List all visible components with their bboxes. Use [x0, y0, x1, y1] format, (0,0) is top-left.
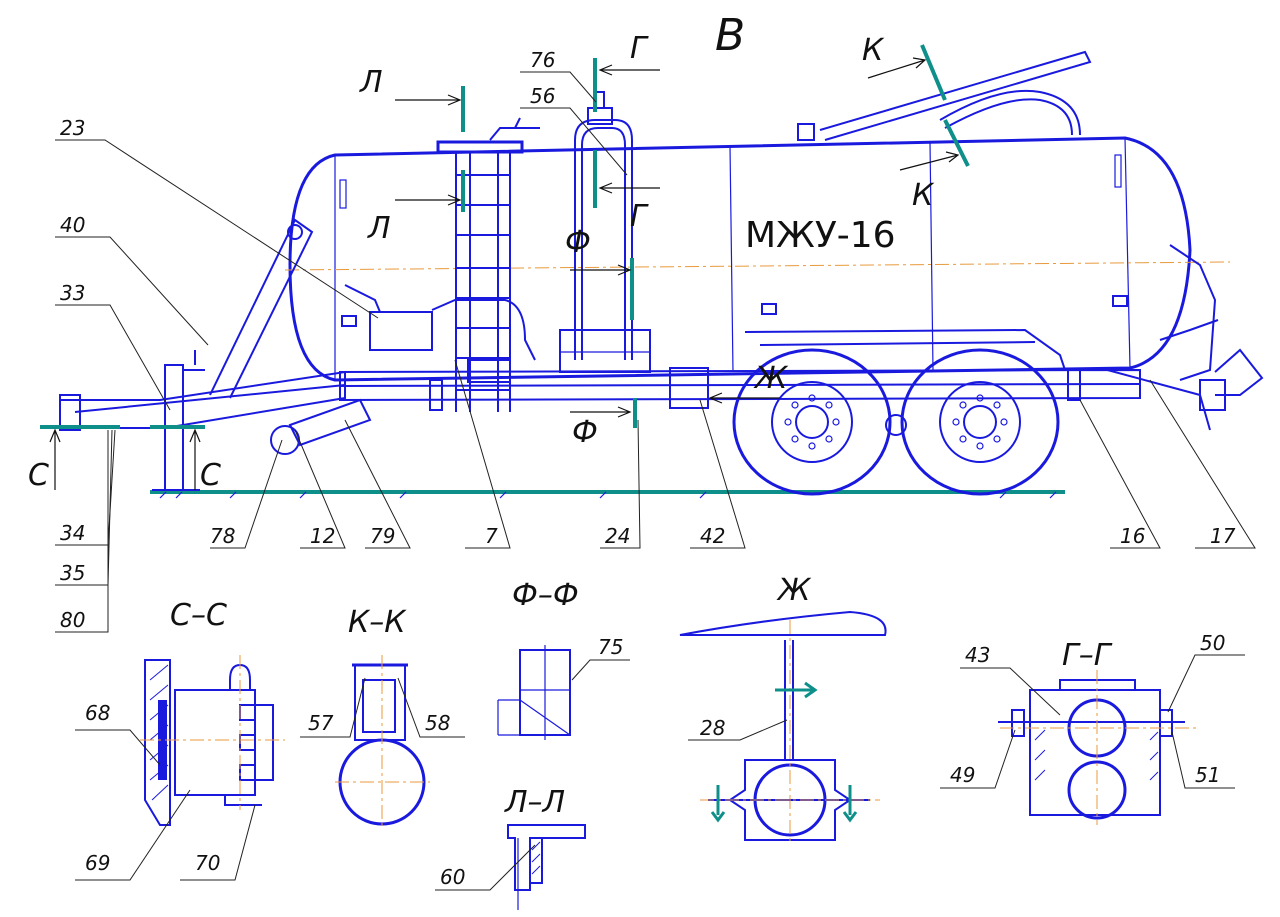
main-view	[40, 44, 1264, 633]
marker-l-top: Л	[359, 65, 383, 100]
view-label: В	[715, 10, 745, 61]
filling-pipe	[574, 91, 633, 360]
section-arrows	[49, 57, 960, 490]
chassis-frame	[339, 367, 1211, 431]
top-hatch	[436, 140, 524, 154]
ground-hatching	[159, 491, 1057, 499]
jack-stand	[152, 350, 205, 491]
toolbox	[369, 311, 433, 351]
marker-k-mid: К	[912, 178, 935, 213]
section-ff	[497, 645, 630, 740]
section-title-gg: Г–Г	[1062, 638, 1113, 673]
tank-body	[288, 136, 1192, 382]
section-cc	[75, 655, 285, 881]
section-title-cc: С–С	[170, 598, 227, 633]
callout-16: 16	[1120, 524, 1145, 548]
callout-34: 34	[60, 521, 85, 545]
callout-7: 7	[485, 524, 498, 548]
marker-l-mid: Л	[367, 211, 391, 246]
marker-zh: Ж	[753, 361, 789, 396]
callout-57: 57	[308, 711, 334, 735]
callout-42: 42	[700, 524, 725, 548]
section-zh	[679, 610, 887, 845]
model-label: МЖУ-16	[745, 215, 896, 256]
section-title-zh: Ж	[776, 573, 812, 608]
callout-50: 50	[1200, 631, 1225, 655]
callout-75: 75	[598, 635, 623, 659]
tank-seam	[729, 145, 734, 373]
callout-69: 69	[85, 851, 110, 875]
callout-33: 33	[60, 281, 85, 305]
tank-axis	[284, 261, 1231, 271]
section-gg	[940, 654, 1245, 825]
marker-f-mid: Ф	[565, 225, 591, 260]
callout-60: 60	[440, 865, 465, 889]
marker-g-top: Г	[630, 31, 649, 66]
marker-k-top: К	[862, 33, 885, 68]
fender	[744, 328, 1066, 371]
marker-c-left: С	[28, 458, 49, 493]
wheel-front	[732, 348, 892, 496]
suction-boom	[797, 50, 1092, 141]
section-title-kk: К–К	[348, 605, 407, 640]
callout-70: 70	[195, 851, 220, 875]
callout-58: 58	[425, 711, 450, 735]
callout-78: 78	[210, 524, 235, 548]
callout-17: 17	[1210, 524, 1236, 548]
marker-f-low: Ф	[572, 415, 598, 450]
marker-c-right: С	[200, 458, 221, 493]
marker-g-mid: Г	[630, 199, 649, 234]
callout-76: 76	[530, 48, 555, 72]
pump-block	[559, 329, 651, 373]
callout-35: 35	[60, 561, 85, 585]
section-title-ff: Ф–Ф	[512, 578, 579, 613]
callout-80: 80	[60, 608, 85, 632]
axle-hub	[885, 414, 907, 436]
main-leaders	[55, 71, 1256, 633]
callout-24: 24	[605, 524, 630, 548]
support-strut	[209, 218, 314, 399]
callout-43: 43	[965, 643, 990, 667]
callout-68: 68	[85, 701, 110, 725]
section-cut-lines	[40, 44, 970, 429]
callout-28: 28	[700, 716, 725, 740]
callout-49: 49	[950, 763, 975, 787]
section-ll	[435, 824, 586, 910]
section-kk	[300, 655, 465, 830]
callout-51: 51	[1195, 763, 1220, 787]
callout-79: 79	[370, 524, 395, 548]
callout-56: 56	[530, 84, 555, 108]
callout-12: 12	[310, 524, 335, 548]
callout-23: 23	[60, 116, 85, 140]
wheel-rear	[900, 348, 1060, 496]
callout-40: 40	[60, 213, 85, 237]
text-labels: В МЖУ-16 Л Л Г Г К К Ф Ф Ж С С 23 40 33 …	[28, 10, 1236, 889]
section-title-ll: Л–Л	[504, 785, 565, 820]
